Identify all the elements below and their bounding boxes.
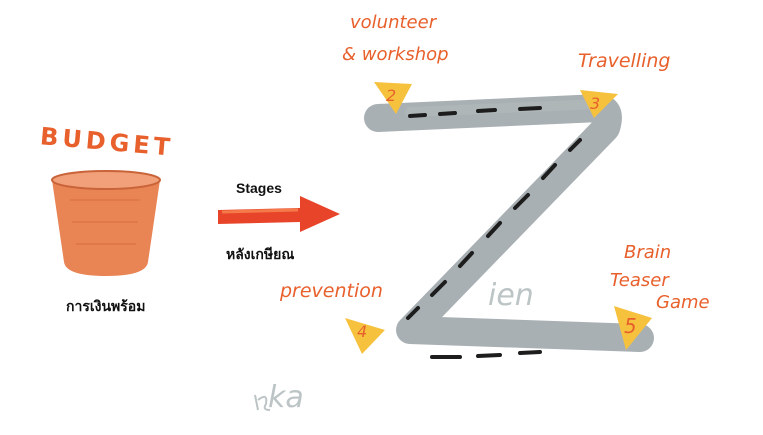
stage-3-label: Travelling	[578, 50, 671, 72]
stage-5-label-line1: Brain	[624, 242, 672, 263]
stage-5-label-line3: Game	[656, 292, 710, 313]
stage-5-number: 5	[624, 314, 637, 338]
budget-bucket	[51, 170, 161, 276]
stage-marker-5	[614, 306, 652, 350]
stages-arrow	[218, 196, 340, 232]
stage-5-label-line2: Teaser	[610, 270, 669, 291]
stage-marker-3	[580, 90, 618, 118]
road-dashes	[406, 106, 582, 359]
stage-4-number: 4	[357, 322, 368, 341]
watermark-left: ka	[268, 380, 304, 415]
arrow-label-bottom: หลังเกษียณ	[226, 246, 295, 262]
arrow-label-top: Stages	[236, 180, 282, 196]
stage-3-number: 3	[590, 94, 601, 113]
stage-2-number: 2	[386, 86, 397, 105]
watermark-right: ien	[488, 278, 534, 313]
stage-4-label: prevention	[280, 280, 383, 302]
stage-marker-4	[345, 318, 385, 354]
budget-caption: การเงินพร้อม	[66, 298, 146, 314]
road	[364, 94, 654, 359]
stage-2-label-line1: volunteer	[350, 12, 437, 33]
watermark-squiggle	[254, 394, 271, 411]
stage-marker-2	[374, 82, 412, 114]
stage-2-label-line2: & workshop	[342, 44, 449, 65]
